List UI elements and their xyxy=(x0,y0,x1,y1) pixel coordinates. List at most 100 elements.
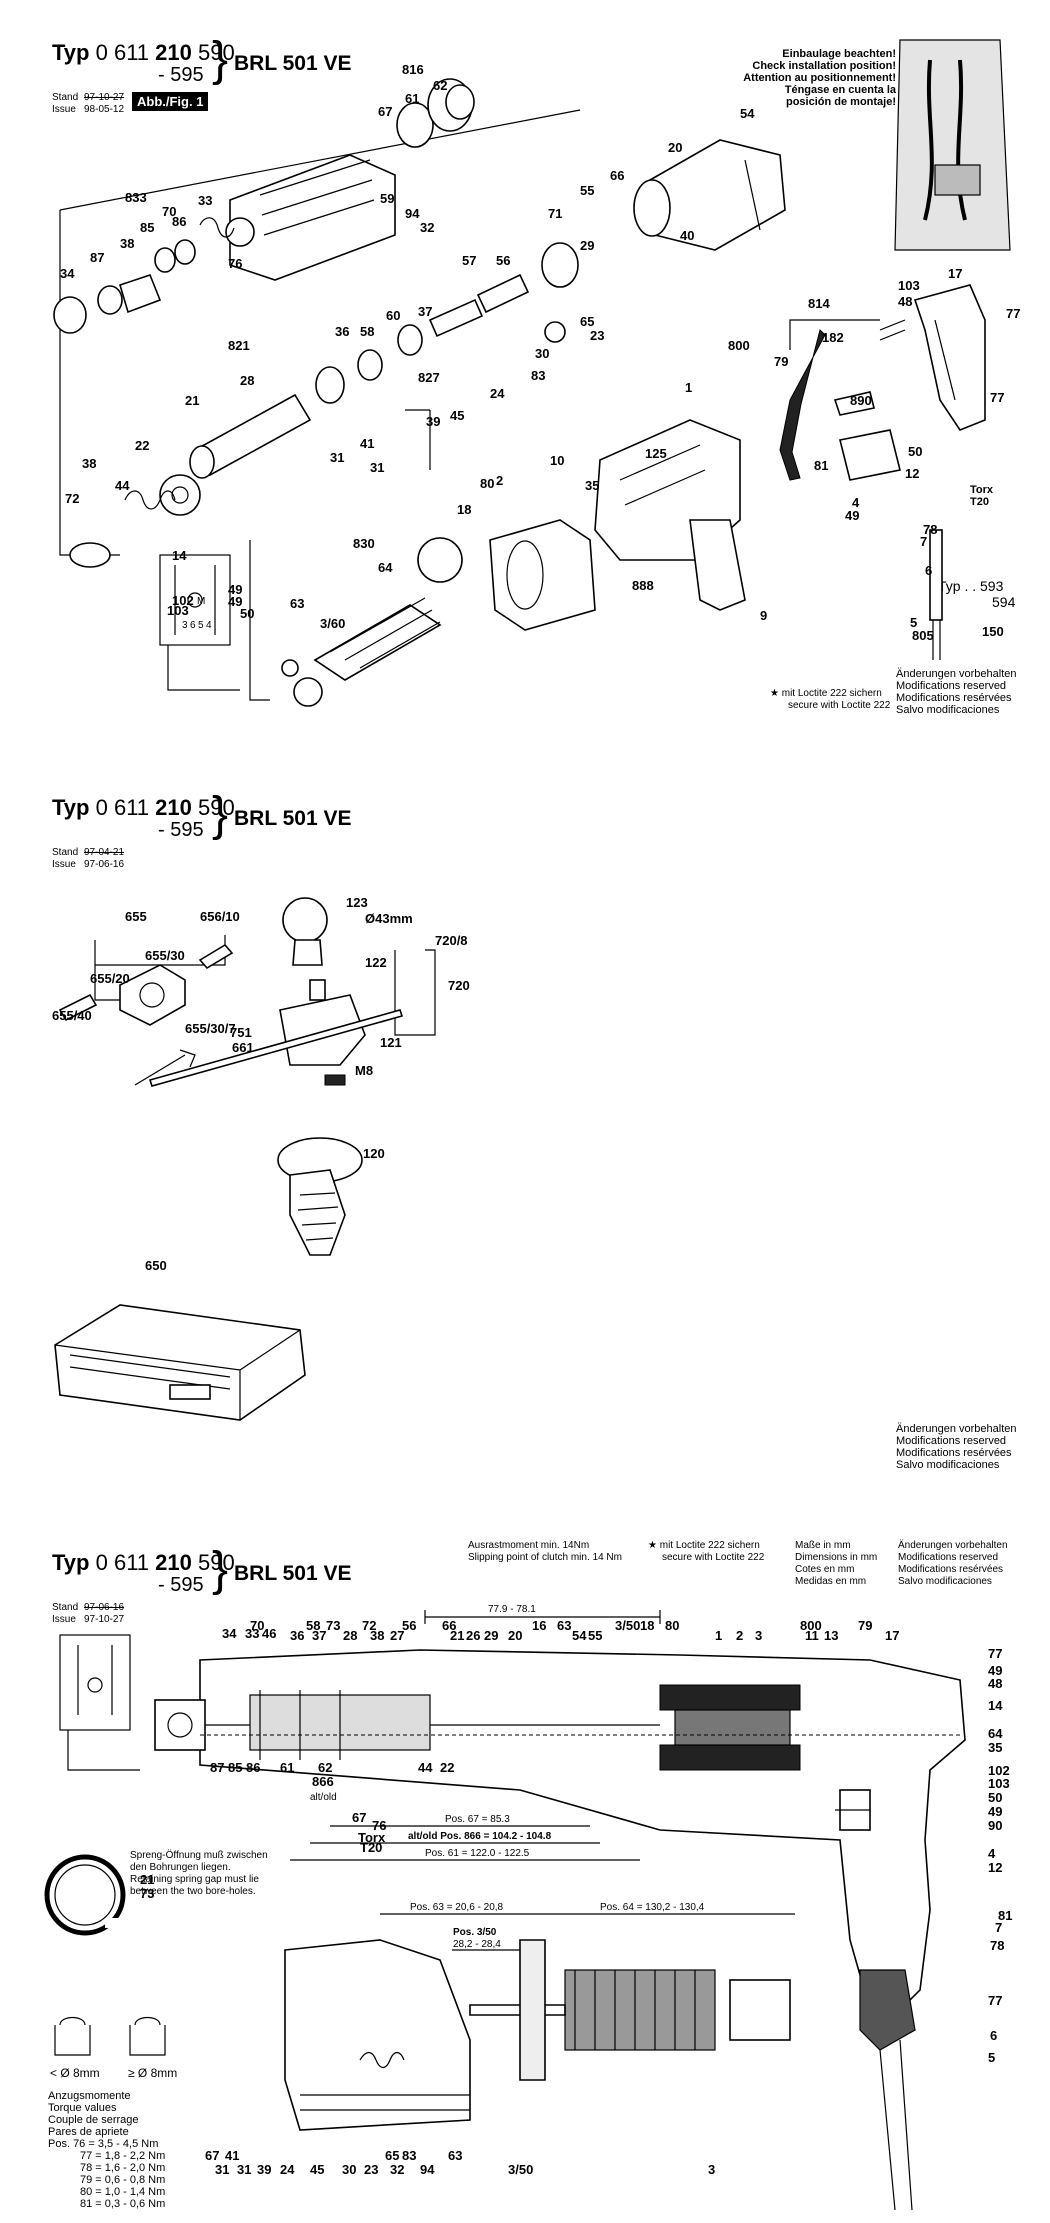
part-label: 3/50 xyxy=(615,1618,640,1633)
switch-assembly xyxy=(779,319,906,481)
part-label: 27 xyxy=(390,1628,404,1643)
carry-case xyxy=(54,1304,306,1421)
part-label: 30 xyxy=(535,346,549,361)
part-label: 33 xyxy=(245,1626,259,1641)
part-label: 45 xyxy=(310,2162,324,2177)
part-label: 48 xyxy=(898,294,912,309)
typ-label: Typ xyxy=(52,40,90,65)
spindle-rings-top xyxy=(396,78,475,148)
part-label: 66 xyxy=(610,168,624,183)
part-label: 67 xyxy=(205,2148,219,2163)
part-label: 827 xyxy=(418,370,440,385)
part-label: 655/40 xyxy=(52,1008,92,1023)
hammer-housing xyxy=(225,154,396,281)
part-label: 866 xyxy=(312,1774,334,1789)
part-label: 890 xyxy=(850,393,872,408)
part-label: 38 xyxy=(82,456,96,471)
part-label: 123 xyxy=(346,895,368,910)
part-label: 103 xyxy=(988,1776,1010,1791)
part-label: 60 xyxy=(386,308,400,323)
part-label: 14 xyxy=(172,548,187,563)
handle-shell xyxy=(913,284,986,431)
part-label: 5 xyxy=(198,620,204,631)
part-label: 751 xyxy=(230,1025,252,1040)
part-label: 36 xyxy=(290,1628,304,1643)
part-label: 102 xyxy=(988,1763,1010,1778)
figure-badge: Abb./Fig. 1 xyxy=(132,92,209,111)
part-label: 4 xyxy=(852,495,860,510)
bracket-depth xyxy=(394,949,436,1036)
armature xyxy=(281,537,463,707)
part-label: 4 xyxy=(988,1846,996,1861)
part-label: 40 xyxy=(680,228,694,243)
part-label: 49 xyxy=(845,508,859,523)
part-label: 62 xyxy=(318,1760,332,1775)
dim-pos63: Pos. 63 = 20,6 - 20,8 xyxy=(410,1902,504,1913)
part-label: 830 xyxy=(353,536,375,551)
part-label: 6 xyxy=(190,620,196,631)
part-label: 65 xyxy=(580,314,594,329)
part-label: 26 xyxy=(466,1628,480,1643)
part-label: 16 xyxy=(532,1618,546,1633)
part-label: 102 xyxy=(172,593,194,608)
part-label: 41 xyxy=(360,436,374,451)
sectional-view: 77.9 - 78.1 Pos. 67 = 85.3 alt/old Pos. … xyxy=(44,1604,1012,2211)
part-label: 49 xyxy=(228,594,242,609)
part-label: 655 xyxy=(125,909,147,924)
part-label: 55 xyxy=(588,1628,602,1643)
part-label: 87 xyxy=(210,1760,224,1775)
part-label: 814 xyxy=(808,296,830,311)
dim-pos61: Pos. 61 = 122.0 - 122.5 xyxy=(425,1848,530,1859)
part-label: 655/30/7 xyxy=(185,1021,236,1036)
part-label: 12 xyxy=(988,1860,1002,1875)
part-label: 41 xyxy=(225,2148,239,2163)
part-label: 125 xyxy=(645,446,667,461)
part-label: 44 xyxy=(418,1760,433,1775)
part-label: 49 xyxy=(228,582,242,597)
part-label: 81 xyxy=(998,1908,1012,1923)
part-label: 86 xyxy=(172,214,186,229)
part-label: 720 xyxy=(448,978,470,993)
brace-glyph: } xyxy=(212,33,229,86)
part-label: M xyxy=(197,596,205,607)
sheet-accessories: Typ 0 611 210 590 - 595 } BRL 501 VE Sta… xyxy=(0,755,1050,1500)
dim-779: 77.9 - 78.1 xyxy=(488,1604,536,1615)
gear-housing xyxy=(633,139,786,251)
part-label: 31 xyxy=(370,460,384,475)
part-label: 6 xyxy=(925,563,932,578)
bit xyxy=(58,993,98,1022)
part-label: 39 xyxy=(426,414,440,429)
part-label: 655/20 xyxy=(90,971,130,986)
part-label: 77 xyxy=(988,1993,1002,2008)
dimension-lines: 77.9 - 78.1 Pos. 67 = 85.3 alt/old Pos. … xyxy=(290,1604,795,1951)
motor-housing xyxy=(594,419,746,611)
part-label: 79 xyxy=(858,1618,872,1633)
part-label: 50 xyxy=(908,444,922,459)
part-label: 63 xyxy=(290,596,304,611)
part-label: 800 xyxy=(800,1618,822,1633)
part-label: 58 xyxy=(360,324,374,339)
dim-pos64: Pos. 64 = 130,2 - 130,4 xyxy=(600,1902,705,1913)
part-label: 4 xyxy=(206,620,212,631)
type-header-2: Typ 0 611 210 590 - 595 } BRL 501 VE xyxy=(52,788,352,842)
part-label: 83 xyxy=(531,368,545,383)
part-label: 48 xyxy=(988,1676,1002,1691)
part-label: 3 xyxy=(182,620,188,631)
part-label: 121 xyxy=(380,1035,402,1050)
part-label: 720/8 xyxy=(435,933,468,948)
part-label: 2 xyxy=(496,473,503,488)
part-label: 72 xyxy=(362,1618,376,1633)
part-label: 90 xyxy=(988,1818,1002,1833)
part-label: 76 xyxy=(372,1818,386,1833)
dim-pos350: Pos. 3/50 xyxy=(453,1927,497,1938)
